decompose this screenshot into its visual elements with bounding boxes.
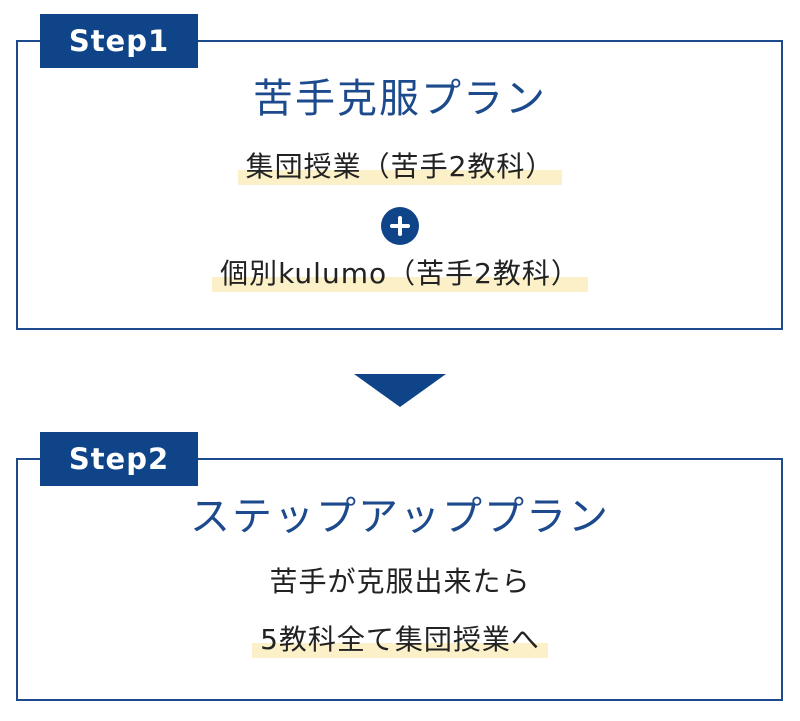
- step2-line2: 5教科全て集団授業へ: [0, 618, 800, 658]
- step2-tab: Step2: [40, 432, 198, 486]
- arrow-down-icon: [354, 374, 446, 407]
- plus-icon: [381, 207, 419, 245]
- step1-line1-text: 集団授業（苦手2教科）: [237, 145, 563, 185]
- step2-panel: [16, 458, 783, 701]
- step1-line1: 集団授業（苦手2教科）: [0, 145, 800, 185]
- step2-line1: 苦手が克服出来たら: [0, 560, 800, 600]
- step2-line1-text: 苦手が克服出来たら: [269, 565, 531, 598]
- step1-tab: Step1: [40, 14, 198, 68]
- step2-line2-text: 5教科全て集団授業へ: [252, 618, 548, 658]
- step2-title: ステップアッププラン: [190, 494, 610, 540]
- step1-line2-text: 個別kulumo（苦手2教科）: [212, 252, 588, 292]
- step1-title: 苦手克服プラン: [253, 76, 547, 122]
- step1-line2: 個別kulumo（苦手2教科）: [0, 252, 800, 292]
